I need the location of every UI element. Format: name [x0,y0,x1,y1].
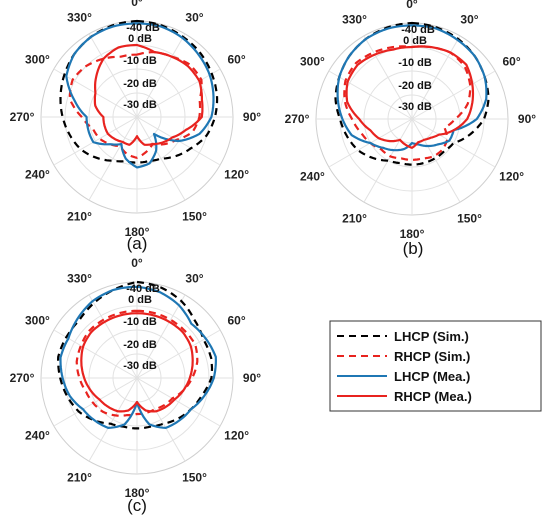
polar-spoke [88,377,138,462]
polar-spoke [136,33,186,118]
legend-label-rhcp-sim: RHCP (Sim.) [394,349,470,364]
polar-spoke [53,377,138,427]
polar-plot-c: (c) 0° 30° 60° 90° 120° 150° 180° 210° 240° 270° 3… [10,256,262,515]
angle-tick-label: 180° [400,227,425,241]
angle-tick-label: 120° [224,168,249,182]
polar-grid [315,22,509,216]
polar-spoke [136,116,186,201]
radial-tick-label: 0 dB [128,294,152,306]
radial-tick-label: -30 dB [398,101,432,113]
series-line-rhcp-sim [343,45,472,161]
panel-label-b: (b) [403,239,424,258]
polar-spoke [328,70,413,120]
series-line-rhcp-mea [80,312,194,413]
polar-spoke [136,68,221,118]
series-line-lhcp-mea [336,24,488,152]
angle-tick-label: 30° [185,271,203,285]
angle-tick-label: 90° [243,371,261,385]
angle-tick-label: 60° [228,314,246,328]
angle-tick-label: 150° [182,210,207,224]
radial-tick-label: -20 dB [123,78,157,90]
angle-tick-label: 0° [406,0,418,11]
angle-tick-label: 0° [131,256,143,270]
angle-tick-label: 120° [499,170,524,184]
angle-tick-label: 300° [25,314,50,328]
polar-spoke [53,116,138,166]
angle-tick-label: 30° [460,12,478,26]
angle-tick-label: 240° [25,168,50,182]
angle-tick-label: 150° [182,471,207,485]
panel-label-c: (c) [127,496,147,515]
angle-tick-label: 300° [300,55,325,69]
angle-tick-label: 240° [25,429,50,443]
radial-tick-label: 0 dB [128,33,152,45]
polar-spoke [136,294,186,379]
radial-tick-label: -10 dB [123,316,157,328]
angle-tick-label: 210° [342,212,367,226]
angle-tick-label: 60° [503,55,521,69]
angle-tick-label: 180° [125,225,150,239]
polar-spoke [363,35,413,120]
series-line-rhcp-mea [93,43,204,146]
angle-tick-label: 0° [131,0,143,9]
radial-tick-label: -30 dB [123,99,157,111]
polar-spoke [88,294,138,379]
polar-plot-b: (b) 0° 30° 60° 90° 120° 150° 180° 210° 240° 270° 3… [285,0,537,258]
series-line-rhcp-sim [75,309,199,417]
angle-tick-label: 270° [285,112,310,126]
series-line-lhcp-mea [65,22,215,169]
radial-tick-label: -10 dB [398,57,432,69]
polar-grid [40,20,234,214]
radial-tick-label: -40 dB [126,22,160,34]
polar-spoke [88,116,138,201]
angle-tick-label: 90° [243,110,261,124]
angle-tick-label: 210° [67,210,92,224]
angle-tick-label: 300° [25,53,50,67]
polar-spoke [136,377,221,427]
radial-tick-label: -20 dB [123,339,157,351]
radial-tick-label: -40 dB [126,283,160,295]
series-line-rhcp-sim [68,51,203,159]
angle-tick-label: 270° [10,371,35,385]
angle-tick-label: 330° [342,12,367,26]
series-line-lhcp-sim [57,280,214,430]
angle-tick-label: 210° [67,471,92,485]
angle-tick-label: 330° [67,10,92,24]
series-line-lhcp-sim [59,19,219,164]
angle-tick-label: 150° [457,212,482,226]
legend: LHCP (Sim.) RHCP (Sim.) LHCP (Mea.) RHCP… [329,320,542,412]
polar-spoke [411,35,461,120]
radial-tick-label: -40 dB [401,24,435,36]
angle-tick-label: 180° [125,486,150,500]
legend-label-lhcp-sim: LHCP (Sim.) [394,329,469,344]
polar-spoke [88,33,138,118]
radial-tick-label: -30 dB [123,360,157,372]
angle-tick-label: 60° [228,53,246,67]
panel-label-a: (a) [127,234,148,253]
polar-spoke [411,118,496,168]
radial-tick-label: -10 dB [123,55,157,67]
legend-label-rhcp-mea: RHCP (Mea.) [394,389,472,404]
series-line-rhcp-mea [345,45,475,149]
angle-tick-label: 30° [185,10,203,24]
legend-label-lhcp-mea: LHCP (Mea.) [394,369,470,384]
angle-tick-label: 270° [10,110,35,124]
angle-tick-label: 90° [518,112,536,126]
polar-plot-a: (a) 0° 30° 60° 90° 120° 150° 180° 210° 240° 270° 3… [10,0,262,253]
polar-spoke [411,70,496,120]
angle-tick-label: 120° [224,429,249,443]
radial-tick-label: -20 dB [398,80,432,92]
angle-tick-label: 240° [300,170,325,184]
polar-spoke [136,377,186,462]
angle-tick-label: 330° [67,271,92,285]
polar-spoke [411,118,461,203]
radial-tick-label: 0 dB [403,35,427,47]
